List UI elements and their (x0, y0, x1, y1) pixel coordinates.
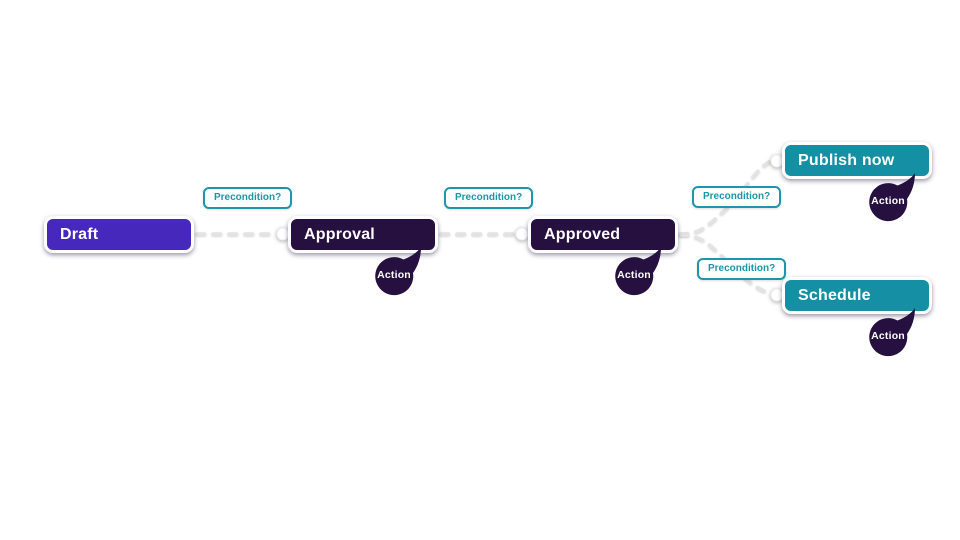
state-node-label: Approved (544, 225, 621, 243)
state-node-approval[interactable]: Approval Action (288, 216, 438, 296)
action-badge-publish-now[interactable]: Action (866, 172, 918, 222)
action-badge-approval[interactable]: Action (372, 246, 424, 296)
action-badge-schedule[interactable]: Action (866, 307, 918, 357)
teardrop-blob-icon (869, 308, 915, 357)
state-node-schedule[interactable]: Schedule Action (782, 277, 932, 357)
edge-approved-publish (678, 160, 771, 236)
action-badge-label: Action (377, 269, 411, 281)
action-badge-label: Action (617, 269, 651, 281)
precondition-badge-approval-approved[interactable]: Precondition? (444, 187, 534, 209)
teardrop-blob-icon (375, 247, 421, 296)
state-node-approved[interactable]: Approved Action (528, 216, 678, 296)
precondition-badge-approved-schedule[interactable]: Precondition? (697, 258, 787, 280)
precondition-badge-draft-approval[interactable]: Precondition? (203, 187, 293, 209)
teardrop-blob-icon (869, 173, 915, 222)
state-node-draft[interactable]: Draft (44, 216, 194, 253)
teardrop-blob-icon (615, 247, 661, 296)
state-node-label: Schedule (798, 286, 871, 304)
state-node-label: Publish now (798, 151, 895, 169)
action-badge-approved[interactable]: Action (612, 246, 664, 296)
edge-endpoint-dot (515, 227, 529, 241)
action-badge-label: Action (871, 330, 905, 342)
state-node-publish-now[interactable]: Publish now Action (782, 142, 932, 222)
state-node-label: Approval (304, 225, 375, 243)
action-badge-label: Action (871, 195, 905, 207)
precondition-badge-approved-publish[interactable]: Precondition? (692, 186, 782, 208)
state-node-label: Draft (60, 225, 99, 243)
